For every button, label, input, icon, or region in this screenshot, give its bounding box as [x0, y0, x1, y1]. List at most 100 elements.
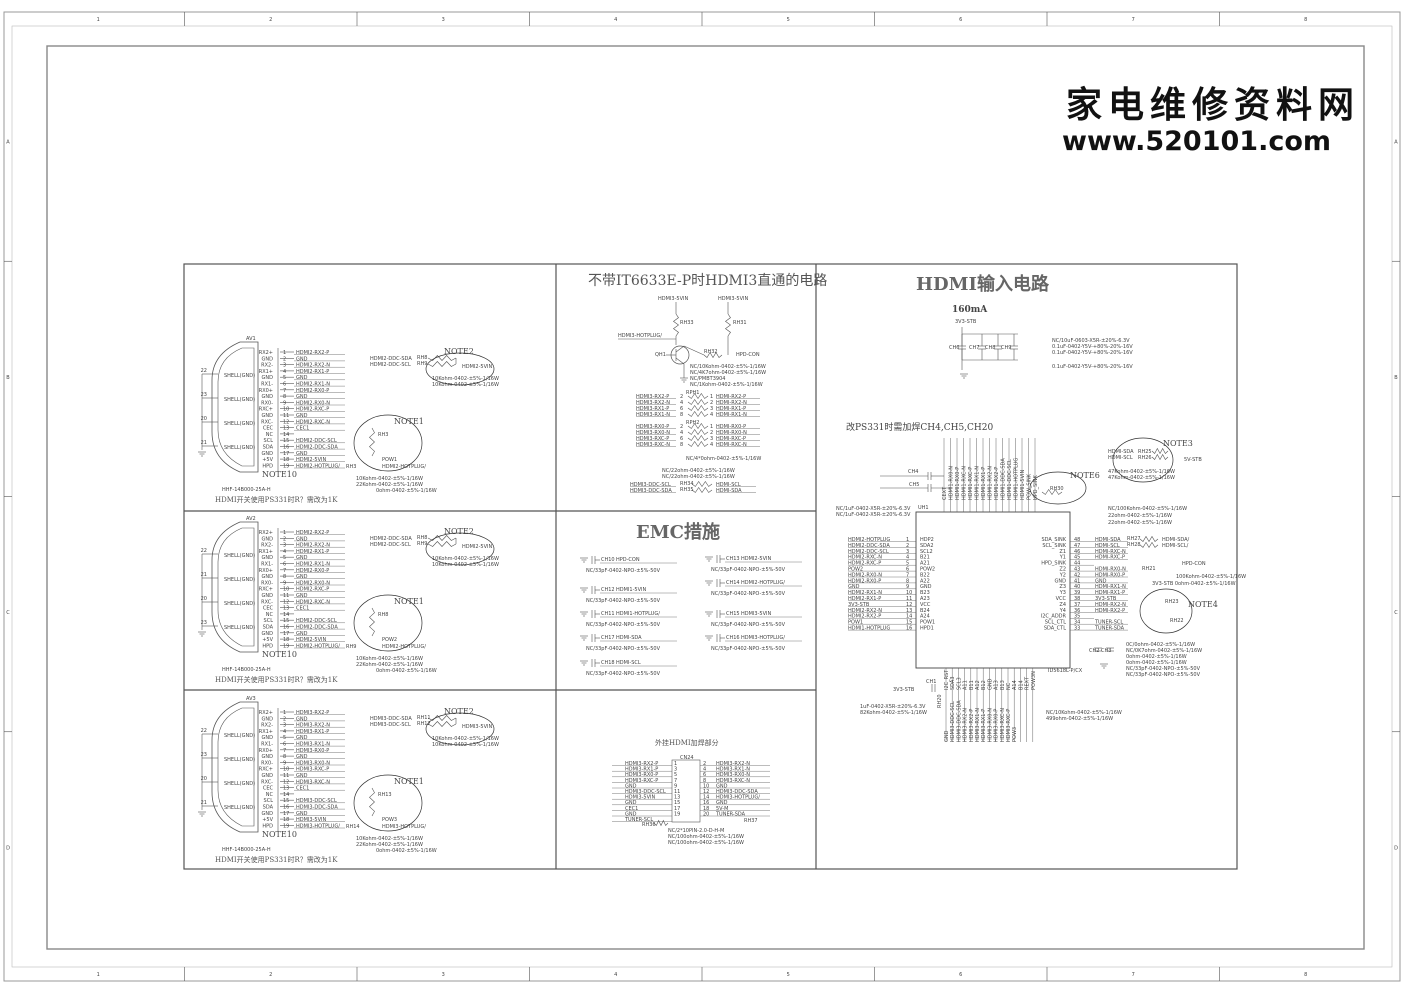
capacitor-value: NC/33pF-0402-NPO-±5%-50V [711, 567, 786, 573]
chip-pin-name: GND [920, 584, 932, 590]
note-label: NOTE4 [1188, 600, 1218, 609]
ddc-resistor-ref: RH9 [417, 361, 427, 367]
chip-pin-name: A21 [920, 561, 930, 567]
note-label: NOTE6 [1070, 471, 1100, 480]
component-value: 0ohm-0402-±5%-1/16W [1126, 654, 1187, 660]
note-label: NOTE10 [262, 470, 297, 479]
component-value: 82Kohm-0402-±5%-1/16W [860, 710, 927, 716]
pin-name: RX1- [261, 562, 273, 568]
ps331-note: 改PS331时需加焊CH4,CH5,CH20 [846, 421, 994, 433]
component-value: NC/PMBT3904 [690, 376, 725, 382]
left-net: HDMI3-RX1-P [625, 767, 658, 773]
pin-net: HDMI3-HOTPLUG/ [296, 823, 340, 829]
pin-number: 6 [283, 382, 286, 388]
column-label-bottom: 6 [959, 972, 962, 978]
pin-number: 47 [1074, 543, 1080, 549]
capacitor-ref: CH5 [909, 482, 919, 488]
left-net: GND [848, 584, 860, 590]
connector-shell-inner [217, 707, 255, 827]
capacitor-value: NC/33pF-0402-NPO-±5%-50V [586, 646, 661, 652]
pin-net: HDMI3-5VIN [296, 817, 326, 823]
left-net: HDMI3-RX2-P [625, 761, 658, 767]
pin-number: 34 [1074, 620, 1080, 626]
shell-pin-number: 23 [201, 392, 207, 398]
top-pin-label: HDMI1-RX1-P [981, 467, 987, 500]
resistor-ref: RH20 [937, 694, 943, 708]
bottom-pin-label: A14 [1012, 680, 1018, 690]
chip-pin-name: POW2 [920, 567, 935, 573]
pin-name: SDA [263, 445, 274, 451]
resistor-ref: RH26 [1138, 455, 1152, 461]
ddc-vin: HDMI2-5VIN [462, 364, 492, 370]
right-net: HDMI3-RX2-N [716, 761, 750, 767]
pin-number: 9 [674, 783, 677, 789]
shell-label: SHELL(GND) [224, 625, 255, 631]
row-label-right: B [1394, 375, 1398, 381]
top-pin-label: CEXT [942, 486, 948, 500]
right-net: HDMI-RX1-P [716, 406, 746, 412]
left-net: GND [625, 800, 637, 806]
pin-number: 4 [703, 767, 706, 773]
shell-label: SHELL(GND) [224, 781, 255, 787]
pin-name: RXC+ [259, 767, 273, 773]
capacitor-net: HDMI-SDA [616, 635, 642, 641]
pin-name: RX0- [261, 580, 273, 586]
column-label-bottom: 3 [442, 972, 445, 978]
pin-number: 4 [906, 555, 909, 561]
chip-ref: UH1 [918, 505, 929, 511]
pin-name: NC [266, 432, 274, 438]
pin-net: HDMI2-5VIN [296, 457, 326, 463]
pin-name: GND [262, 555, 274, 561]
watermark-line1: 家电维修资料网 [1066, 84, 1360, 126]
pin-net: HDMI3-RX0-P [296, 748, 329, 754]
pin-net: HDMI2-RXC-P [296, 587, 329, 593]
top-pin-label: HDMI1-RX2-N [988, 466, 994, 500]
pin-number: 4 [710, 412, 713, 418]
left-net: HDMI2-DDC-SCL [848, 549, 889, 555]
bottom-net-label: HDMI3-RXC-P [1006, 709, 1012, 742]
connector-shell-inner [217, 347, 255, 467]
pin-number: 16 [283, 445, 289, 451]
ground-symbol [580, 587, 588, 593]
right-net: HDMI-RXC-P [1095, 555, 1125, 561]
pin-number: 18 [283, 637, 289, 643]
pin-net: HDMI2-RXC-N [296, 419, 330, 425]
pin-net: HDMI2-RXC-N [296, 599, 330, 605]
hotplug-resistor-value: 10Kohm-0402-±5%-1/16W [356, 476, 423, 482]
bottom-pin-label: REXT [1025, 676, 1031, 690]
note-label: NOTE1 [394, 777, 424, 786]
hotplug-net: HDMI3-HOTPLUG/ [618, 333, 662, 339]
series-resistor [1139, 541, 1159, 548]
capacitor-net: HDMI1-5VIN [616, 587, 646, 593]
right-net: HDMI-RX2-P [1095, 608, 1125, 614]
pin-number: 1 [906, 537, 909, 543]
hotplug-resistor-value: 22Kohm-0402-±5%-1/16W [356, 662, 423, 668]
bottom-net-label: HDMI3-RX0-P [994, 709, 1000, 742]
capacitor-value: NC/33pF-0402-NPO-±5%-50V [711, 591, 786, 597]
pin-number: 2 [283, 716, 286, 722]
pin-number: 6 [680, 406, 683, 412]
left-net: HDMI2-RX1-P [848, 596, 881, 602]
component-value: 0ohm-0402-±5%-1/16W [1126, 660, 1187, 666]
watermark: 家电维修资料网 www.520101.com [1058, 78, 1360, 158]
chip-pin-name: VCC [920, 602, 931, 608]
pin-name: SDA [263, 805, 274, 811]
pin-number: 2 [906, 543, 909, 549]
pin-net: HDMI3-DDC-SCL [296, 798, 337, 804]
hpd-net: HPD-CON [736, 352, 760, 358]
pin-number: 4 [283, 729, 286, 735]
capacitor-ref: CH1 [926, 679, 936, 685]
pow-label: POW3 [382, 817, 397, 823]
chip-pin-name: B21 [920, 555, 930, 561]
pin-net: HDMI3-RX1-N [296, 742, 330, 748]
top-pin-label: HDMI1-HOTPLUG [1014, 458, 1020, 500]
pin-number: 4 [283, 369, 286, 375]
resistor-ref: RH34 [680, 481, 694, 487]
bottom-net-label: GND [944, 730, 950, 742]
bottom-net-label: HDMI3-RX1-P [981, 709, 987, 742]
pin-number: 7 [283, 388, 286, 394]
column-label-bottom: 7 [1132, 972, 1135, 978]
pin-number: 37 [1074, 602, 1080, 608]
